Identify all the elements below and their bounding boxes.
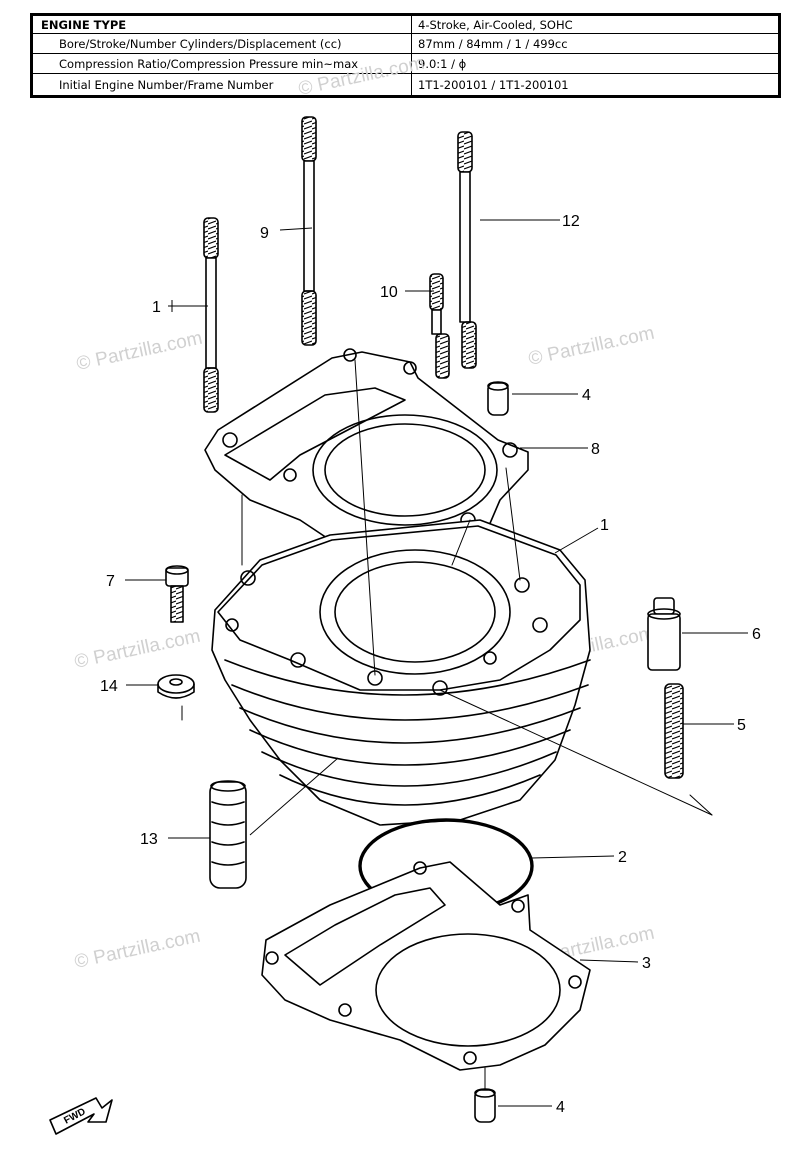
stud-part-5 bbox=[664, 683, 684, 779]
spec-row-bore-stroke: Bore/Stroke/Number Cylinders/Displacemen… bbox=[31, 33, 780, 54]
bolt-part-7 bbox=[165, 565, 189, 623]
head-gasket-part-8 bbox=[204, 348, 529, 561]
spec-label: Initial Engine Number/Frame Number bbox=[31, 73, 412, 97]
collar-part-6 bbox=[647, 597, 681, 671]
stud-bolt-part-1 bbox=[203, 217, 219, 413]
callout-label: 1 bbox=[600, 517, 609, 534]
stud-bolt-part-9 bbox=[301, 116, 317, 346]
callout-label: 13 bbox=[140, 831, 158, 848]
callout-label: 12 bbox=[562, 213, 580, 230]
spec-value: 1T1-200101 / 1T1-200101 bbox=[411, 73, 780, 97]
base-gasket-part-3 bbox=[261, 861, 591, 1071]
washer-part-14 bbox=[157, 674, 195, 699]
callout-label: 5 bbox=[737, 717, 746, 734]
watermark: © Partzilla.com bbox=[73, 926, 203, 973]
callout-label: 6 bbox=[752, 626, 761, 643]
callout-leaders bbox=[125, 219, 748, 1107]
spec-value: 4-Stroke, Air-Cooled, SOHC bbox=[411, 14, 780, 34]
dowel-pin-part-4-upper bbox=[487, 381, 509, 416]
watermark: © Partzilla.com bbox=[75, 328, 205, 375]
cylinder-block-part-1 bbox=[211, 519, 591, 826]
callout-label: 3 bbox=[642, 955, 651, 972]
callout-label: 4 bbox=[556, 1099, 565, 1116]
watermark: © Partzilla.com bbox=[73, 626, 203, 673]
stud-bolt-part-10 bbox=[429, 273, 450, 379]
spec-label: Compression Ratio/Compression Pressure m… bbox=[31, 53, 412, 74]
callout-label: 2 bbox=[618, 849, 627, 866]
alignment-lines bbox=[181, 359, 713, 1091]
spec-row-engine-type: ENGINE TYPE 4-Stroke, Air-Cooled, SOHC bbox=[31, 14, 780, 34]
callout-label: 1 bbox=[152, 299, 161, 316]
callout-label: 7 bbox=[106, 573, 115, 590]
fwd-arrow-icon bbox=[49, 1097, 113, 1135]
engine-spec-table: ENGINE TYPE 4-Stroke, Air-Cooled, SOHC B… bbox=[30, 13, 781, 98]
dowel-pin-part-4-lower bbox=[474, 1088, 496, 1123]
callout-numbers: 1 9 12 10 4 8 1 7 6 14 5 13 2 3 4 bbox=[100, 213, 761, 1116]
callout-label: 8 bbox=[591, 441, 600, 458]
spec-row-engine-number: Initial Engine Number/Frame Number 1T1-2… bbox=[31, 73, 780, 97]
callout-label: 10 bbox=[380, 284, 398, 301]
callout-label: 9 bbox=[260, 225, 269, 242]
watermark: © Partzilla.com bbox=[297, 53, 427, 100]
stud-bolt-part-12 bbox=[457, 131, 477, 369]
callout-label: 14 bbox=[100, 678, 118, 695]
callout-label: 4 bbox=[582, 387, 591, 404]
stud-part-13 bbox=[209, 780, 247, 889]
watermark: © Partzilla.com bbox=[527, 323, 657, 370]
spec-row-compression: Compression Ratio/Compression Pressure m… bbox=[31, 53, 780, 74]
